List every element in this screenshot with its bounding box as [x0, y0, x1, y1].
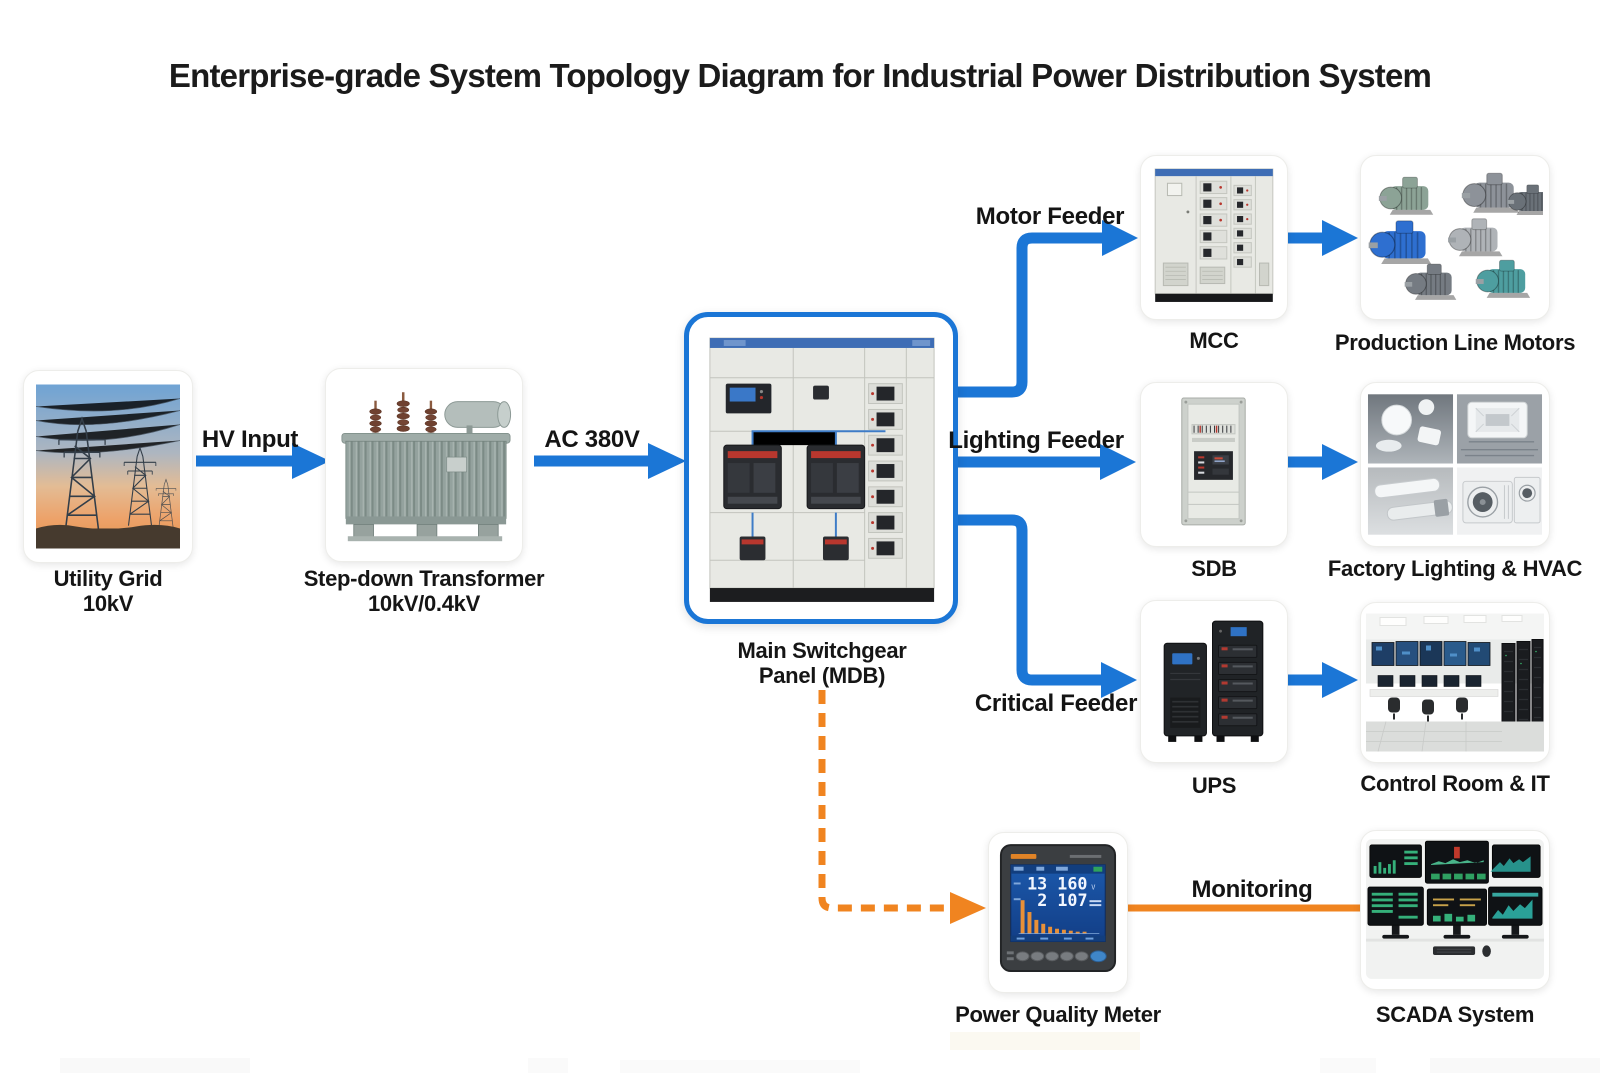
ups-photo	[1163, 620, 1264, 742]
label-mdb: Main Switchgear Panel (MDB)	[737, 638, 907, 688]
node-card-ups	[1140, 600, 1288, 763]
keyboard	[1432, 946, 1476, 955]
meter-buttons	[1006, 950, 1107, 963]
label-monitoring: Monitoring	[1191, 876, 1313, 903]
node-card-utility-grid	[23, 370, 193, 563]
meter-harmonics-bars	[1020, 900, 1087, 934]
motors-photo	[1367, 172, 1543, 301]
mcc-to-motors-arrow	[1286, 220, 1358, 256]
node-card-production-line-motors	[1360, 155, 1550, 320]
node-card-control-room-it	[1360, 602, 1550, 763]
main-switchgear-photo	[709, 337, 935, 602]
node-card-scada	[1360, 830, 1550, 990]
meter-brand-mark	[1010, 853, 1037, 859]
ac-380v-arrow	[534, 443, 686, 479]
label-sdb: SDB	[1191, 556, 1237, 581]
office-chairs	[1388, 697, 1468, 722]
sdb-photo	[1181, 397, 1246, 526]
mouse	[1482, 945, 1491, 957]
label-power-quality-meter: Power Quality Meter	[955, 1002, 1161, 1027]
meter-secondary-value: 2 107	[1037, 890, 1087, 910]
page-title: Enterprise-grade System Topology Diagram…	[168, 57, 1432, 94]
label-lighting-hvac: Factory Lighting & HVAC	[1327, 556, 1583, 581]
mcc-photo	[1154, 168, 1274, 302]
label-control-room: Control Room & IT	[1360, 771, 1550, 796]
transformer-photo	[341, 391, 512, 542]
control-room-photo	[1366, 613, 1544, 752]
power-quality-meter-photo: 13 160 V 2 107	[999, 844, 1117, 973]
node-card-power-quality-meter: 13 160 V 2 107	[988, 832, 1128, 993]
label-scada: SCADA System	[1375, 1002, 1535, 1027]
video-wall	[1371, 641, 1491, 666]
sdb-to-lighting-arrow	[1286, 444, 1358, 480]
server-racks	[1501, 639, 1544, 730]
critical-feeder-arrow	[948, 514, 1137, 698]
label-critical-feeder: Critical Feeder	[974, 690, 1138, 717]
lighting-hvac-photo	[1367, 394, 1543, 535]
label-motors: Production Line Motors	[1334, 330, 1576, 355]
label-ac-380v: AC 380V	[544, 426, 640, 453]
label-ups: UPS	[1191, 773, 1237, 798]
meter-voltage-unit: V	[1091, 883, 1095, 891]
node-card-sdb	[1140, 382, 1288, 547]
label-motor-feeder: Motor Feeder	[975, 203, 1125, 230]
scada-photo	[1366, 839, 1544, 979]
meter-voltage-value: 13 160	[1027, 873, 1087, 893]
node-card-main-switchgear-mdb	[684, 312, 958, 624]
label-lighting-feeder: Lighting Feeder	[948, 427, 1124, 454]
mdb-feeder-modules	[868, 383, 903, 559]
node-card-transformer	[325, 368, 523, 562]
label-utility-grid: Utility Grid 10kV	[53, 566, 163, 616]
bottom-edge-artifact	[950, 1032, 1140, 1050]
ups-to-control-arrow	[1286, 662, 1358, 698]
label-transformer: Step-down Transformer 10kV/0.4kV	[303, 566, 545, 616]
label-mcc: MCC	[1189, 328, 1239, 353]
hv-input-arrow	[196, 443, 330, 479]
node-card-mcc	[1140, 155, 1288, 320]
label-hv-input: HV Input	[201, 426, 299, 453]
mdb-to-meter-dashed-arrow	[818, 690, 986, 924]
motor-feeder-arrow	[948, 220, 1138, 398]
ups-display	[1172, 653, 1193, 665]
utility-grid-photo	[36, 384, 180, 549]
lighting-feeder-arrow	[948, 444, 1136, 480]
node-card-factory-lighting-hvac	[1360, 382, 1550, 547]
